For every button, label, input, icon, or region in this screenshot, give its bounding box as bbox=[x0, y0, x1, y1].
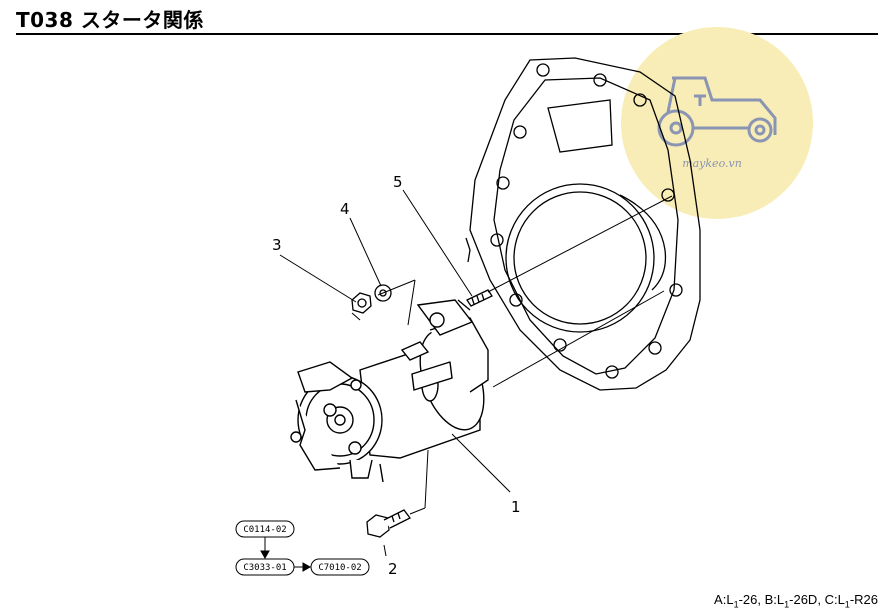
starter-motor bbox=[290, 299, 489, 483]
model-b-prefix: B:L bbox=[764, 592, 785, 608]
model-b-sub: 1 bbox=[784, 600, 790, 610]
callout-2: 2 bbox=[388, 560, 398, 578]
bolt-2 bbox=[366, 509, 411, 538]
model-a-sub: 1 bbox=[733, 600, 739, 610]
title-underline bbox=[16, 33, 878, 35]
model-applicability-note: A:L1-26, B:L1-26D, C:L1-R26 bbox=[714, 592, 878, 610]
callout-3: 3 bbox=[272, 236, 282, 254]
flywheel-housing bbox=[457, 57, 701, 391]
model-c-sub: 1 bbox=[844, 600, 850, 610]
stud-bolt-5 bbox=[466, 289, 493, 307]
callout-4: 4 bbox=[340, 200, 350, 218]
callout-5: 5 bbox=[393, 173, 403, 191]
nut-3 bbox=[351, 292, 372, 314]
model-b-suffix: -26D, bbox=[789, 592, 821, 608]
callout-1: 1 bbox=[511, 498, 521, 516]
part-code-right: C7010-02 bbox=[318, 563, 361, 573]
model-c-suffix: -R26 bbox=[849, 592, 878, 608]
watermark-text: maykeo.vn bbox=[682, 157, 742, 170]
watermark-circle bbox=[621, 27, 813, 219]
part-code-top: C0114-02 bbox=[243, 525, 286, 535]
model-a-prefix: A:L bbox=[714, 592, 734, 608]
part-code-left: C3033-01 bbox=[243, 563, 286, 573]
tractor-logo-icon bbox=[657, 76, 777, 147]
leader-lines bbox=[279, 189, 673, 557]
part-code-references bbox=[235, 520, 370, 576]
lock-washer-4 bbox=[374, 284, 392, 302]
watermark: maykeo.vn bbox=[621, 27, 813, 219]
model-a-suffix: -26, bbox=[738, 592, 761, 608]
model-c-prefix: C:L bbox=[824, 592, 845, 608]
page-title: T038 スタータ関係 bbox=[16, 8, 204, 32]
